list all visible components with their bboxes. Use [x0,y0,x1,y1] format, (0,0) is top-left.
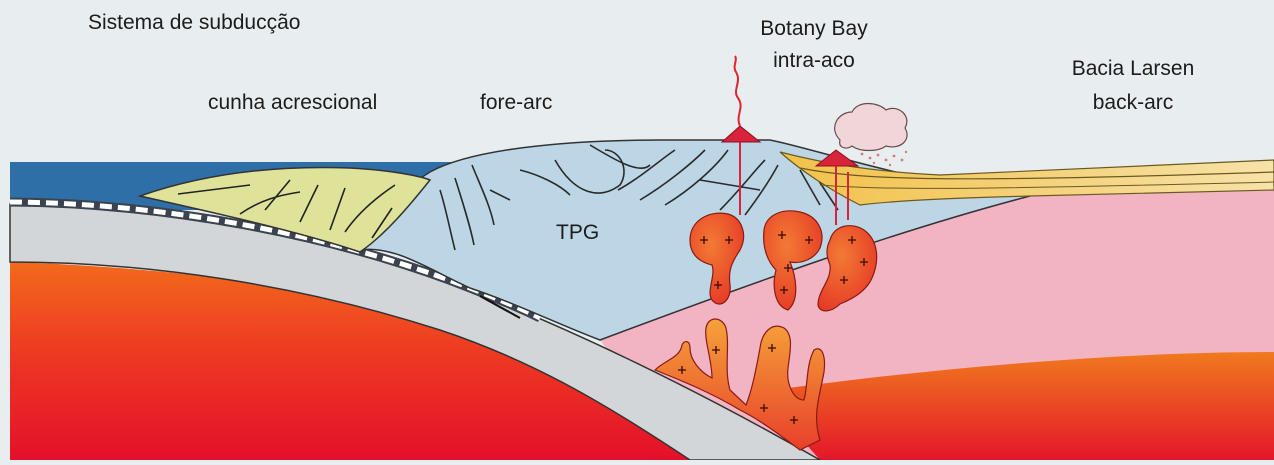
eruption-cloud [835,104,907,151]
label-tpg: TPG [556,222,599,243]
ash-dots [861,151,908,166]
label-basin-type: back-arc [1058,92,1208,113]
label-fore-arc: fore-arc [480,92,552,113]
arc-volcano [722,126,760,142]
label-arc-type: intra-aco [744,50,884,71]
label-basin-name: Bacia Larsen [1058,58,1208,79]
plutons [690,211,877,311]
volcanic-plume [735,56,741,126]
diagram-title: Sistema de subducção [88,12,300,33]
label-arc-name: Botany Bay [744,18,884,39]
label-accretionary-wedge: cunha acrescional [208,92,377,113]
